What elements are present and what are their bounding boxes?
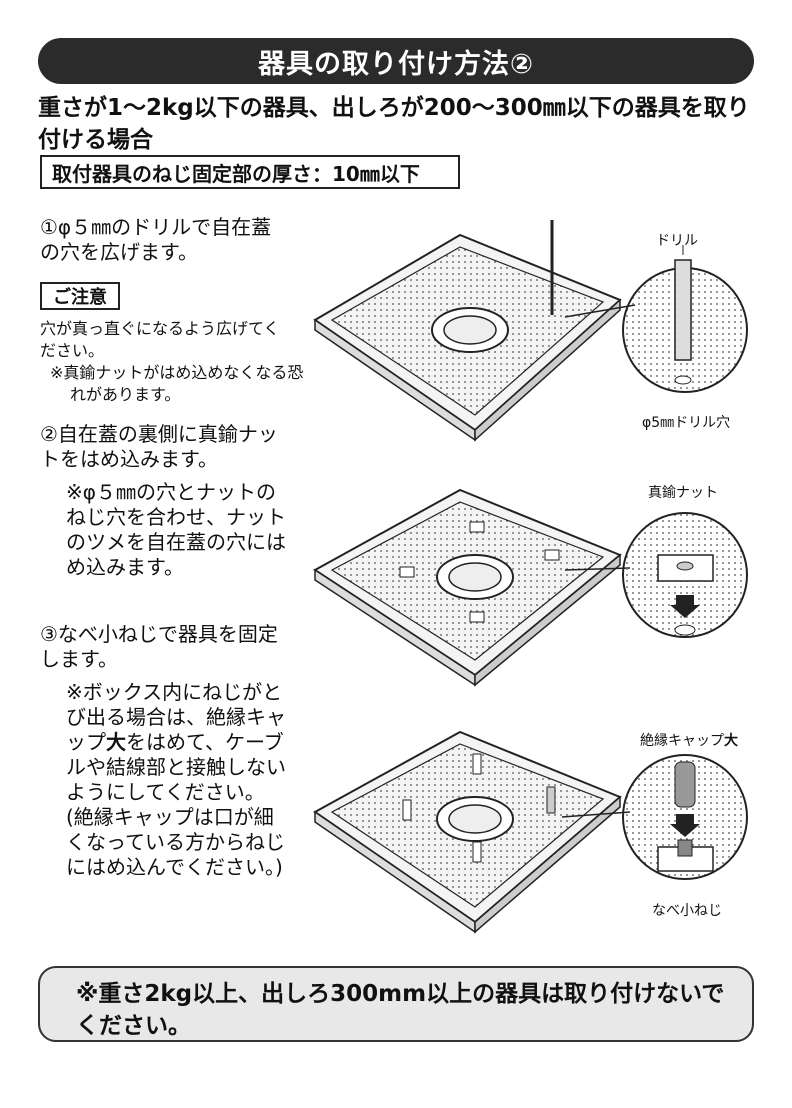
illustration-nut	[313, 488, 748, 687]
step2-note: ※φ５㎜の穴とナットのねじ穴を合わせ、ナットのツメを自在蓋の穴にはめ込みます。	[66, 480, 286, 579]
thickness-label: 取付器具のねじ固定部の厚さ：10㎜以下	[40, 155, 460, 189]
step1-text: ①φ５㎜のドリルで自在蓋の穴を広げます。	[40, 215, 272, 264]
step3-text: ③なべ小ねじで器具を固定します。	[40, 622, 278, 671]
callout-cap-text: 絶縁キャップ	[640, 733, 724, 749]
step3-note-bold: 大	[106, 730, 126, 754]
caution-text: 穴が真っ直ぐになるよう広げてください。	[40, 319, 280, 360]
step3-note: ※ボックス内にねじがとび出る場合は、絶縁キャップ大をはめて、ケーブルや結線部と接…	[66, 680, 288, 880]
thickness-label-text: 取付器具のねじ固定部の厚さ：10㎜以下	[52, 161, 420, 186]
caution-tag: ご注意	[40, 282, 120, 310]
callout-cap-bold: 大	[724, 733, 738, 749]
callout-screw: なべ小ねじ	[652, 903, 722, 919]
warning-box: ※重さ2kg以上、出しろ300mm以上の器具は取り付けないでください。	[38, 966, 754, 1042]
page-title: 器具の取り付け方法②	[38, 38, 754, 84]
callout-drill: ドリル	[656, 233, 698, 249]
caution-tag-text: ご注意	[53, 287, 107, 308]
illustration-drill	[313, 220, 748, 442]
callout-nut: 真鍮ナット	[648, 485, 718, 501]
callout-drill-hole: φ5㎜ドリル穴	[642, 415, 731, 431]
warning-text: ※重さ2kg以上、出しろ300mm以上の器具は取り付けないでください。	[76, 981, 725, 1039]
step3-note-a: ※ボックス内にねじがとび出る場合は、絶縁キャップ	[66, 680, 286, 754]
step3-note-b: をはめて、ケーブルや結線部と接触しないようにしてください。(絶縁キャップは口が細…	[66, 730, 286, 879]
illustration-screw	[313, 730, 748, 934]
step2-text: ②自在蓋の裏側に真鍮ナットをはめ込みます。	[40, 422, 278, 471]
subtitle: 重さが1～2kg以下の器具、出しろが200～300㎜以下の器具を取り付ける場合	[38, 95, 750, 153]
callout-cap: 絶縁キャップ大	[640, 730, 738, 750]
caution-note: ※真鍮ナットがはめ込めなくなる恐れがあります。	[50, 363, 304, 404]
page-title-text: 器具の取り付け方法②	[258, 48, 534, 80]
